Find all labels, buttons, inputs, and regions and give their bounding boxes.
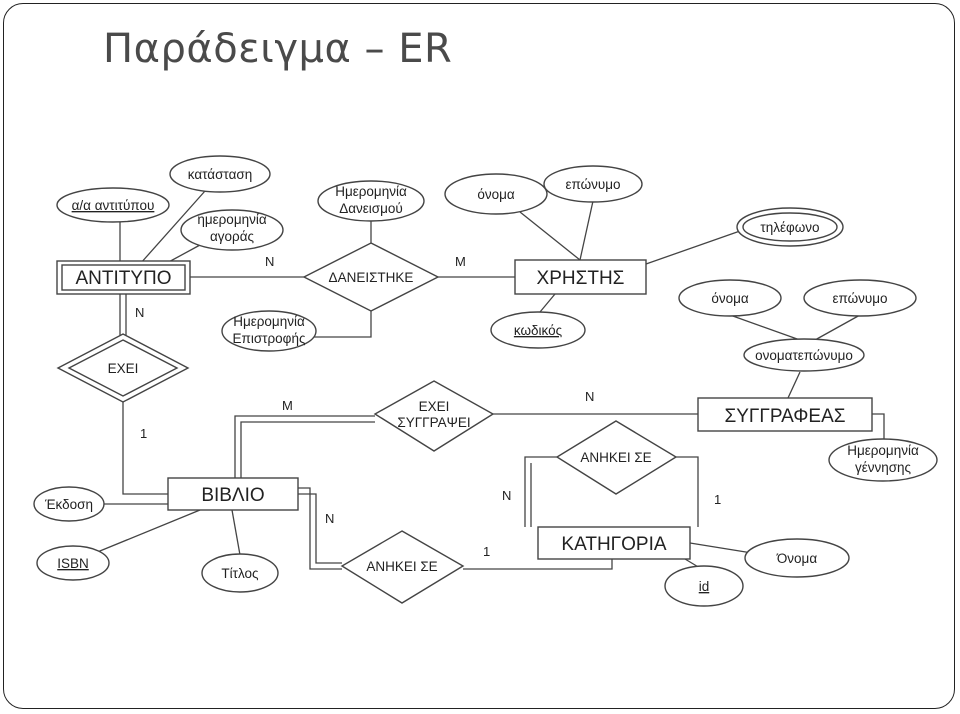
attr-ekdosi: Έκδοση [33, 486, 105, 522]
card-kat-anikei-right: 1 [714, 492, 721, 507]
relationship-anikei-se-vivlio: ΑΝΗΚΕΙ ΣΕ [340, 530, 465, 604]
entity-syggrafeas-label: ΣΥΓΓΡΑΦΕΑΣ [725, 406, 846, 427]
svg-text:Ημερομηνία: Ημερομηνία [847, 443, 919, 458]
card-daneistike-xristis: M [455, 254, 466, 269]
svg-text:κατάσταση: κατάσταση [188, 167, 252, 182]
entity-katigoria: ΚΑΤΗΓΟΡΙΑ [537, 526, 691, 560]
attr-onoma-syggrafea: όνομα [678, 279, 782, 317]
card-exei-syggrapsei-syggrafeas: N [585, 389, 594, 404]
svg-text:όνομα: όνομα [477, 187, 515, 202]
attr-imer-daneismou: Ημερομηνία Δανεισμού [317, 180, 425, 222]
relationship-anikei-se-vivlio-label: ΑΝΗΚΕΙ ΣΕ [366, 559, 437, 574]
attr-isbn: ISBN [36, 545, 110, 581]
attr-eponymo-syggrafea: επώνυμο [803, 279, 917, 317]
svg-text:α/α αντιτύπου: α/α αντιτύπου [72, 198, 155, 213]
relationship-exei-syggrapsei-label-1: ΕΧΕΙ [419, 399, 450, 414]
card-kat-anikei-left: N [502, 488, 511, 503]
attr-kodikos: κωδικός [490, 311, 586, 349]
svg-text:Επιστροφής: Επιστροφής [233, 331, 306, 346]
entity-antitypo-label: ΑΝΤΙΤΥΠΟ [75, 268, 171, 289]
entity-vivlio: ΒΙΒΛΙΟ [167, 477, 299, 511]
relationship-daneistike-label: ΔΑΝΕΙΣΤΗΚΕ [329, 270, 414, 285]
svg-text:Δανεισμού: Δανεισμού [339, 201, 403, 216]
entity-xristis: ΧΡΗΣΤΗΣ [514, 259, 647, 295]
entity-antitypo: ΑΝΤΙΤΥΠΟ [56, 260, 191, 295]
svg-text:Ημερομηνία: Ημερομηνία [233, 314, 305, 329]
card-anikei-katigoria: 1 [483, 544, 490, 559]
svg-text:επώνυμο: επώνυμο [565, 177, 620, 192]
svg-text:γέννησης: γέννησης [855, 460, 912, 475]
card-vivlio-exei-syggrapsei: M [282, 398, 293, 413]
svg-text:Ημερομηνία: Ημερομηνία [335, 184, 407, 199]
attr-imerominia-agoras: ημερομηνία αγοράς [180, 209, 284, 251]
svg-text:αγοράς: αγοράς [210, 229, 255, 244]
svg-text:όνομα: όνομα [711, 291, 749, 306]
slide-title: Παράδειγμα – ER [103, 26, 453, 72]
relationship-exei: ΕΧΕΙ [56, 333, 190, 403]
attr-katastasi: κατάσταση [169, 155, 271, 193]
card-vivlio-anikei: N [325, 511, 334, 526]
attr-titlos: Τίτλος [201, 553, 279, 593]
svg-text:Όνομα: Όνομα [776, 551, 817, 566]
entity-xristis-label: ΧΡΗΣΤΗΣ [537, 268, 625, 289]
attr-eponymo-xristi: επώνυμο [543, 165, 643, 203]
svg-text:ISBN: ISBN [57, 556, 89, 571]
svg-text:τηλέφωνο: τηλέφωνο [760, 220, 819, 235]
svg-text:id: id [699, 579, 710, 594]
svg-text:κωδικός: κωδικός [514, 323, 563, 338]
entity-katigoria-label: ΚΑΤΗΓΟΡΙΑ [561, 534, 666, 555]
card-exei-vivlio: 1 [140, 426, 147, 441]
attr-aa-antitypou: α/α αντιτύπου [56, 187, 170, 223]
attr-onomateponymo: ονοματεπώνυμο [743, 338, 865, 372]
attr-imer-gennisis: Ημερομηνία γέννησης [828, 438, 938, 482]
attr-id: id [664, 565, 744, 607]
entity-vivlio-label: ΒΙΒΛΙΟ [201, 485, 264, 506]
card-antitypo-exei: N [135, 305, 144, 320]
attr-imer-epistrofis: Ημερομηνία Επιστροφής [221, 310, 317, 352]
relationship-exei-syggrapsei: ΕΧΕΙ ΣΥΓΓΡΑΨΕΙ [373, 380, 495, 452]
relationship-daneistike: ΔΑΝΕΙΣΤΗΚΕ [302, 242, 440, 312]
svg-text:επώνυμο: επώνυμο [832, 291, 887, 306]
attr-onoma-xristi: όνομα [444, 173, 548, 215]
relationship-exei-syggrapsei-label-2: ΣΥΓΓΡΑΨΕΙ [397, 415, 470, 430]
card-antitypo-daneistike: N [265, 254, 274, 269]
relationship-anikei-se-katigoria-label: ΑΝΗΚΕΙ ΣΕ [580, 450, 651, 465]
cardinality-labels: N M N 1 M N N 1 N 1 [135, 254, 721, 559]
connector-lines [94, 190, 885, 570]
svg-text:Τίτλος: Τίτλος [221, 566, 259, 581]
relationship-anikei-se-katigoria: ΑΝΗΚΕΙ ΣΕ [555, 420, 678, 495]
svg-text:Έκδοση: Έκδοση [44, 497, 93, 512]
attr-onoma-katigorias: Όνομα [744, 538, 850, 578]
svg-text:ημερομηνία: ημερομηνία [197, 212, 267, 227]
svg-text:ονοματεπώνυμο: ονοματεπώνυμο [755, 348, 853, 363]
entity-syggrafeas: ΣΥΓΓΡΑΦΕΑΣ [697, 397, 873, 432]
relationship-exei-label: ΕΧΕΙ [108, 361, 139, 376]
attr-tilefono: τηλέφωνο [736, 207, 844, 247]
